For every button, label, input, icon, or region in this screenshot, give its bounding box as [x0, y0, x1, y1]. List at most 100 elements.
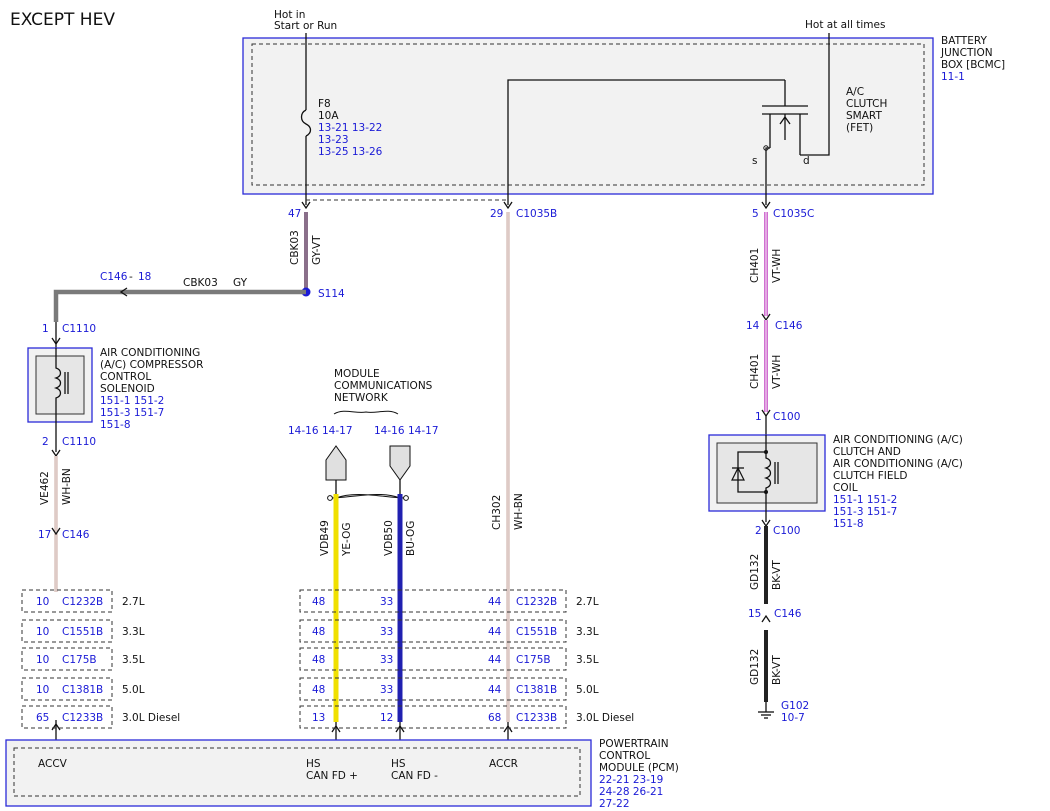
solenoid-name-line-2: (A/C) COMPRESSOR: [100, 359, 203, 371]
c100-2-name: C100: [773, 525, 800, 537]
wire-cbk03-horizontal: [53, 289, 306, 322]
connector-c146-name: C146: [100, 271, 128, 283]
accr-pin-4: 68: [488, 712, 501, 724]
bjb-inner-outline: [251, 43, 925, 186]
left-connector-name-2: C175B: [62, 654, 97, 666]
accr-pin-2: 44: [488, 654, 502, 666]
clutch-name-line-1: AIR CONDITIONING (A/C): [833, 434, 963, 446]
can-minus-pin-1: 33: [380, 626, 393, 638]
bjb-ref: 11-1: [941, 71, 965, 83]
bjb-name-line-1: BATTERY: [941, 35, 987, 47]
right-connector-name-1: C1551B: [516, 626, 557, 638]
left-connector-name-3: C1381B: [62, 684, 103, 696]
cbk03-vertical-circuit: CBK03: [289, 230, 301, 265]
pcm-pin-can-minus-line-1: HS: [391, 758, 406, 770]
fuse-ref-2: 13-23: [318, 134, 349, 146]
solenoid-inner: [35, 355, 85, 415]
solenoid-coil-icon: [53, 348, 62, 422]
c146-dash: -: [129, 271, 133, 283]
hot-at-all-times: Hot at all times: [805, 19, 885, 31]
c100-pin2: 2: [755, 525, 762, 537]
ch401-upper-circuit: CH401: [749, 248, 761, 283]
bjb-name-line-3: BOX [BCMC]: [941, 59, 1005, 71]
right-connector-outline-2: [299, 647, 567, 671]
twist-end-right: [403, 495, 409, 501]
battery-junction-box: [242, 37, 934, 195]
left-engine-2: 3.5L: [122, 654, 145, 666]
c146-pin15: 15: [748, 608, 761, 620]
right-engine-4: 3.0L Diesel: [576, 712, 634, 724]
solenoid-name-line-4: SOLENOID: [100, 383, 155, 395]
network-right-ref-2: 14-17: [408, 425, 439, 437]
c146-15-name: C146: [774, 608, 802, 620]
c146-14-name: C146: [775, 320, 803, 332]
twisted-pair-icon: [329, 493, 407, 499]
network-pointer-left-icon: [325, 445, 347, 481]
right-connector-outline-1: [299, 619, 567, 643]
fuse-rating: 10A: [318, 110, 339, 122]
connector-c146-pin18: 18: [138, 271, 151, 283]
network-left-ref-2: 14-17: [322, 425, 353, 437]
right-engine-3: 5.0L: [576, 684, 599, 696]
ch302-circuit: CH302: [491, 495, 503, 530]
c1110-pin1: 1: [42, 323, 49, 335]
pcm-ref-3: 27-22: [599, 798, 630, 810]
c100-1-name: C100: [773, 411, 800, 423]
gd132-lower-color: BK-VT: [771, 655, 783, 685]
right-engine-2: 3.5L: [576, 654, 599, 666]
can-minus-chevron-icon: [395, 724, 405, 733]
network-name-line-2: COMMUNICATIONS: [334, 380, 433, 392]
clutch-coil-icon: [763, 435, 772, 511]
right-connector-name-4: C1233B: [516, 712, 557, 724]
c146-pin14: 14: [746, 320, 760, 332]
right-connector-outline-3: [299, 677, 567, 701]
fuse-name: F8: [318, 98, 331, 110]
clutch-name-line-5: COIL: [833, 482, 858, 494]
accr-chevron-icon: [503, 724, 513, 733]
fuse-f8-icon: [300, 109, 312, 137]
diode-node-top: [764, 450, 768, 454]
pcm-ref-2: 24-28 26-21: [599, 786, 663, 798]
fet-source-label: s: [752, 155, 757, 167]
left-connector-name-1: C1551B: [62, 626, 103, 638]
accr-pin-1: 44: [488, 626, 502, 638]
c146-18-chevron-icon: [119, 287, 128, 297]
can-plus-pin-4: 13: [312, 712, 325, 724]
fet-name-line-4: (FET): [846, 122, 873, 134]
bjb-name-line-2: JUNCTION: [940, 47, 993, 59]
pin5-chevron-icon: [761, 201, 771, 210]
fuse-ref-3: 13-25 13-26: [318, 146, 383, 158]
right-connector-name-0: C1232B: [516, 596, 557, 608]
solenoid-name-line-1: AIR CONDITIONING: [100, 347, 200, 359]
can-minus-pin-4: 12: [380, 712, 393, 724]
can-minus-pin-0: 33: [380, 596, 393, 608]
pcm-pin-accv: ACCV: [38, 758, 68, 770]
left-connector-name-0: C1232B: [62, 596, 103, 608]
pcm-name-line-1: POWERTRAIN: [599, 738, 669, 750]
can-minus-pin-3: 33: [380, 684, 393, 696]
twist-end-left: [327, 495, 333, 501]
accr-control-line: [507, 79, 785, 205]
accr-pin-0: 44: [488, 596, 502, 608]
network-name-line-3: NETWORK: [334, 392, 389, 404]
pcm-pin-accr: ACCR: [489, 758, 518, 770]
ch401-lower-color: VT-WH: [771, 355, 783, 389]
fet-arrow-icon: [779, 115, 791, 125]
left-engine-0: 2.7L: [122, 596, 145, 608]
ground-name: G102: [781, 700, 809, 712]
vdb49-circuit: VDB49: [319, 520, 331, 556]
c146-17-name: C146: [62, 529, 90, 541]
can-minus-pin-2: 33: [380, 654, 393, 666]
left-connector-name-4: C1233B: [62, 712, 103, 724]
left-connector-outline-2: [21, 647, 113, 671]
clutch-ref-2: 151-3 151-7: [833, 506, 897, 518]
right-connector-name-3: C1381B: [516, 684, 557, 696]
c146-17-chevron-icon: [51, 527, 61, 536]
pin29-chevron-icon: [503, 201, 513, 210]
gd132-upper-circuit: GD132: [749, 554, 761, 590]
right-engine-1: 3.3L: [576, 626, 599, 638]
cbk03-horizontal-circuit: CBK03: [183, 277, 218, 289]
left-pin-1: 10: [36, 626, 49, 638]
hot-start-run-line-2: Start or Run: [274, 20, 337, 32]
diagram-title: EXCEPT HEV: [10, 10, 115, 30]
